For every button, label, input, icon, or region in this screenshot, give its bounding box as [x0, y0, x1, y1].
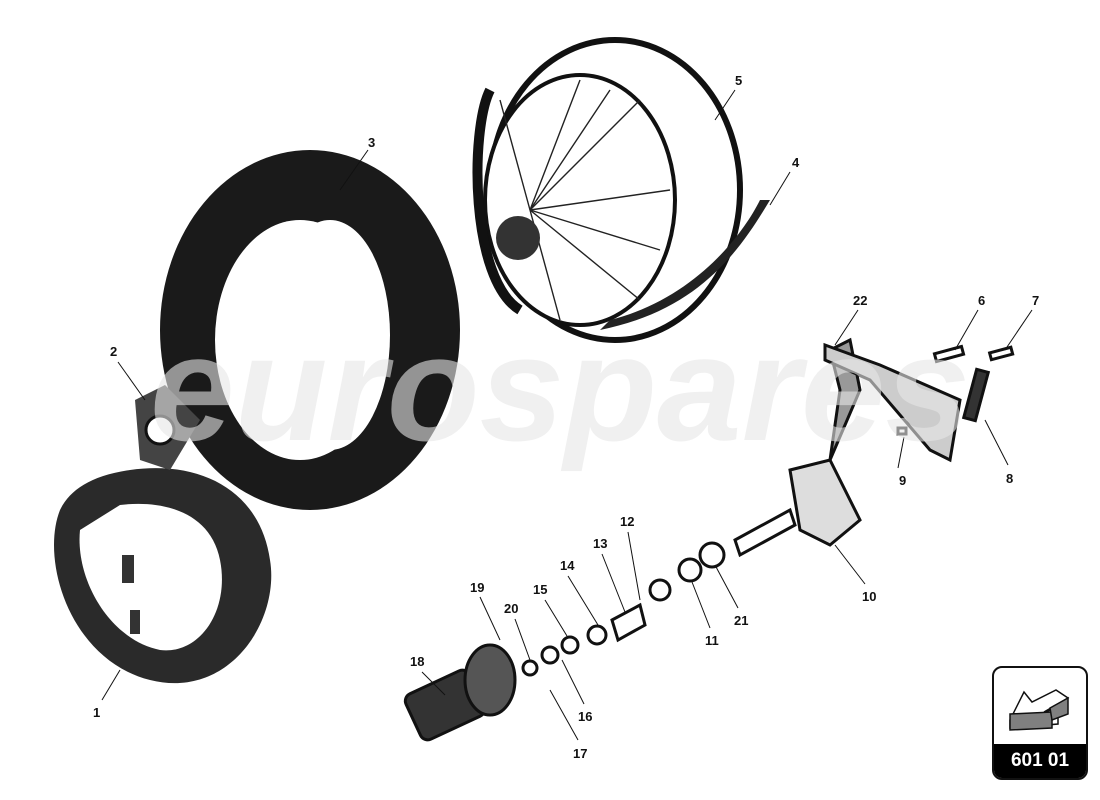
rim-flap — [135, 385, 200, 470]
callout-22: 22 — [853, 293, 867, 308]
leader-lines — [101, 89, 1033, 741]
callout-4: 4 — [792, 155, 800, 170]
callout-7: 7 — [1032, 293, 1039, 308]
callout-12: 12 — [620, 514, 634, 529]
callout-16: 16 — [578, 709, 592, 724]
callout-11: 11 — [705, 633, 719, 648]
callout-5: 5 — [735, 73, 742, 88]
callout-13: 13 — [593, 536, 607, 551]
callout-6: 6 — [978, 293, 985, 308]
callout-2: 2 — [110, 344, 117, 359]
arrow-icon — [1009, 689, 1070, 731]
callout-17: 17 — [573, 746, 587, 761]
tyre-flap-strip — [600, 200, 770, 330]
callout-19: 19 — [470, 580, 484, 595]
callout-3: 3 — [368, 135, 375, 150]
page-reference-badge: 601 01 — [992, 666, 1088, 780]
callout-8: 8 — [1006, 471, 1013, 486]
callout-15: 15 — [533, 582, 547, 597]
stub-axle-upright — [733, 337, 1015, 558]
callout-21: 21 — [734, 613, 748, 628]
watermark: eurospares — [150, 304, 970, 472]
callout-18: 18 — [410, 654, 424, 669]
wire-wheel — [472, 37, 743, 343]
callout-1: 1 — [93, 705, 100, 720]
callout-9: 9 — [899, 473, 906, 488]
callout-labels: 1 2 3 4 5 6 7 8 9 10 11 12 13 14 15 16 1… — [93, 73, 1039, 761]
tyre — [160, 150, 460, 510]
page-code: 601 01 — [994, 744, 1086, 778]
callout-20: 20 — [504, 601, 518, 616]
inner-tube — [54, 468, 272, 684]
callout-10: 10 — [862, 589, 876, 604]
hub-parts — [403, 541, 726, 742]
callout-14: 14 — [560, 558, 575, 573]
